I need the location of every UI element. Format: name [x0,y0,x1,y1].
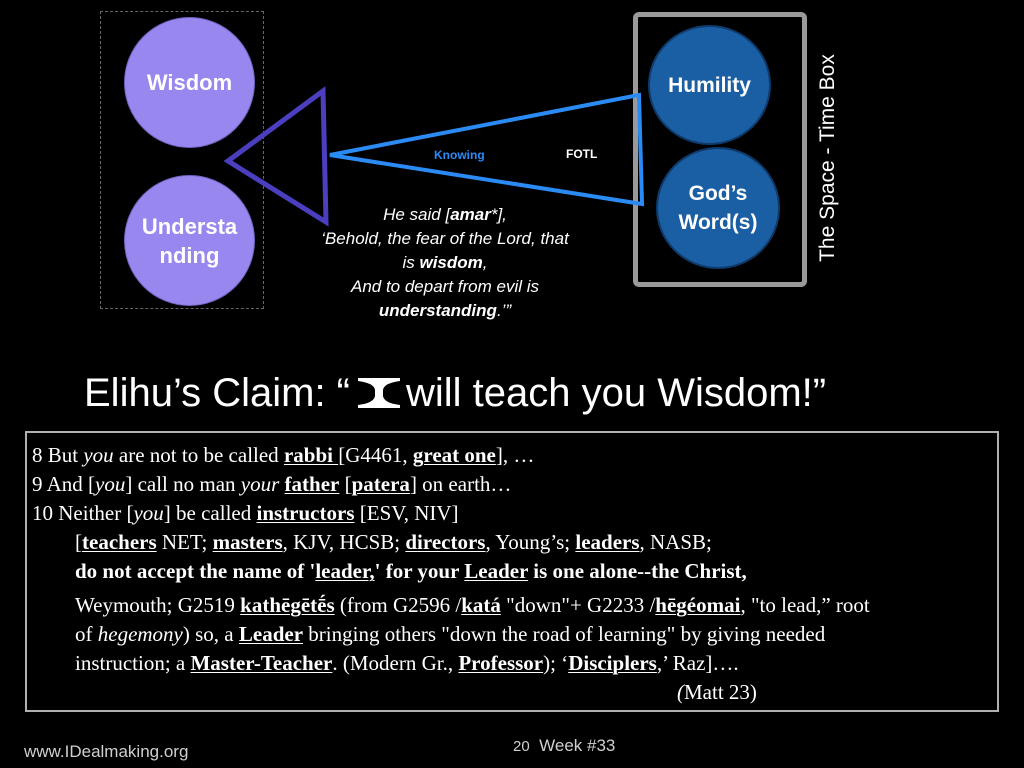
knowing-label: Knowing [434,148,485,162]
job-quote: He said [amar*], ‘Behold, the fear of th… [290,203,600,323]
diagram-connectors [223,86,645,227]
quote-line: And to depart from evil is [350,277,540,296]
footer-website: www.IDealmaking.org [24,742,189,761]
passage-line: 8 But you are not to be called rabbi [G4… [32,443,535,467]
slide-number: 20 [513,738,530,755]
capital-i-glyph-icon [358,378,400,408]
week-label: Week #33 [539,736,616,755]
passage-line: 9 And [you] call no man your father [pat… [32,472,512,496]
understanding-circle: Understa nding [124,175,255,306]
passage-citation: (Matt 23) [677,680,757,704]
passage-text: 8 But you are not to be called rabbi [G4… [32,441,997,707]
quote-line: understanding.’” [378,301,512,320]
humility-label: Humility [668,73,751,97]
left-triangle [223,86,329,227]
passage-line: 10 Neither [you] be called instructors [… [32,501,459,525]
wisdom-circle: Wisdom [124,17,255,148]
left-dashed-box [100,11,264,309]
passage-line: instruction; a Master-Teacher. (Modern G… [75,651,739,675]
knowing-wedge [329,92,645,207]
passage-line: [teachers NET; masters, KJV, HCSB; direc… [75,530,712,554]
gods-word-circle: God’s Word(s) [656,147,780,269]
understanding-label-line2: nding [159,242,220,268]
passage-line: of hegemony) so, a Leader bringing other… [75,622,826,646]
passage-box [25,431,999,712]
quote-line: is wisdom, [402,253,488,272]
wisdom-label: Wisdom [146,70,233,95]
quote-line: ‘Behold, the fear of the Lord, that [321,229,569,248]
slide-heading: Elihu’s Claim: “ will teach you Wisdom!” [84,371,944,416]
fotl-label: FOTL [566,147,598,161]
humility-circle: Humility [648,25,771,145]
gods-word-label-line1: God’s [688,182,748,205]
understanding-label: Understa nding [142,212,237,270]
gods-word-label: God’s Word(s) [679,179,758,237]
space-time-box [633,12,807,287]
heading-before: Elihu’s Claim: “ [84,371,350,415]
passage-line: do not accept the name of 'leader,' for … [75,559,747,583]
passage-line: Weymouth; G2519 kathēgētḗs (from G2596 /… [75,593,870,617]
understanding-label-line1: Understa [141,213,238,239]
heading-after: will teach you Wisdom!” [406,371,827,415]
gods-word-label-line2: Word(s) [678,211,758,234]
footer-slide-info: 20 Week #33 [513,736,615,756]
quote-line: He said [amar*], [383,205,507,224]
